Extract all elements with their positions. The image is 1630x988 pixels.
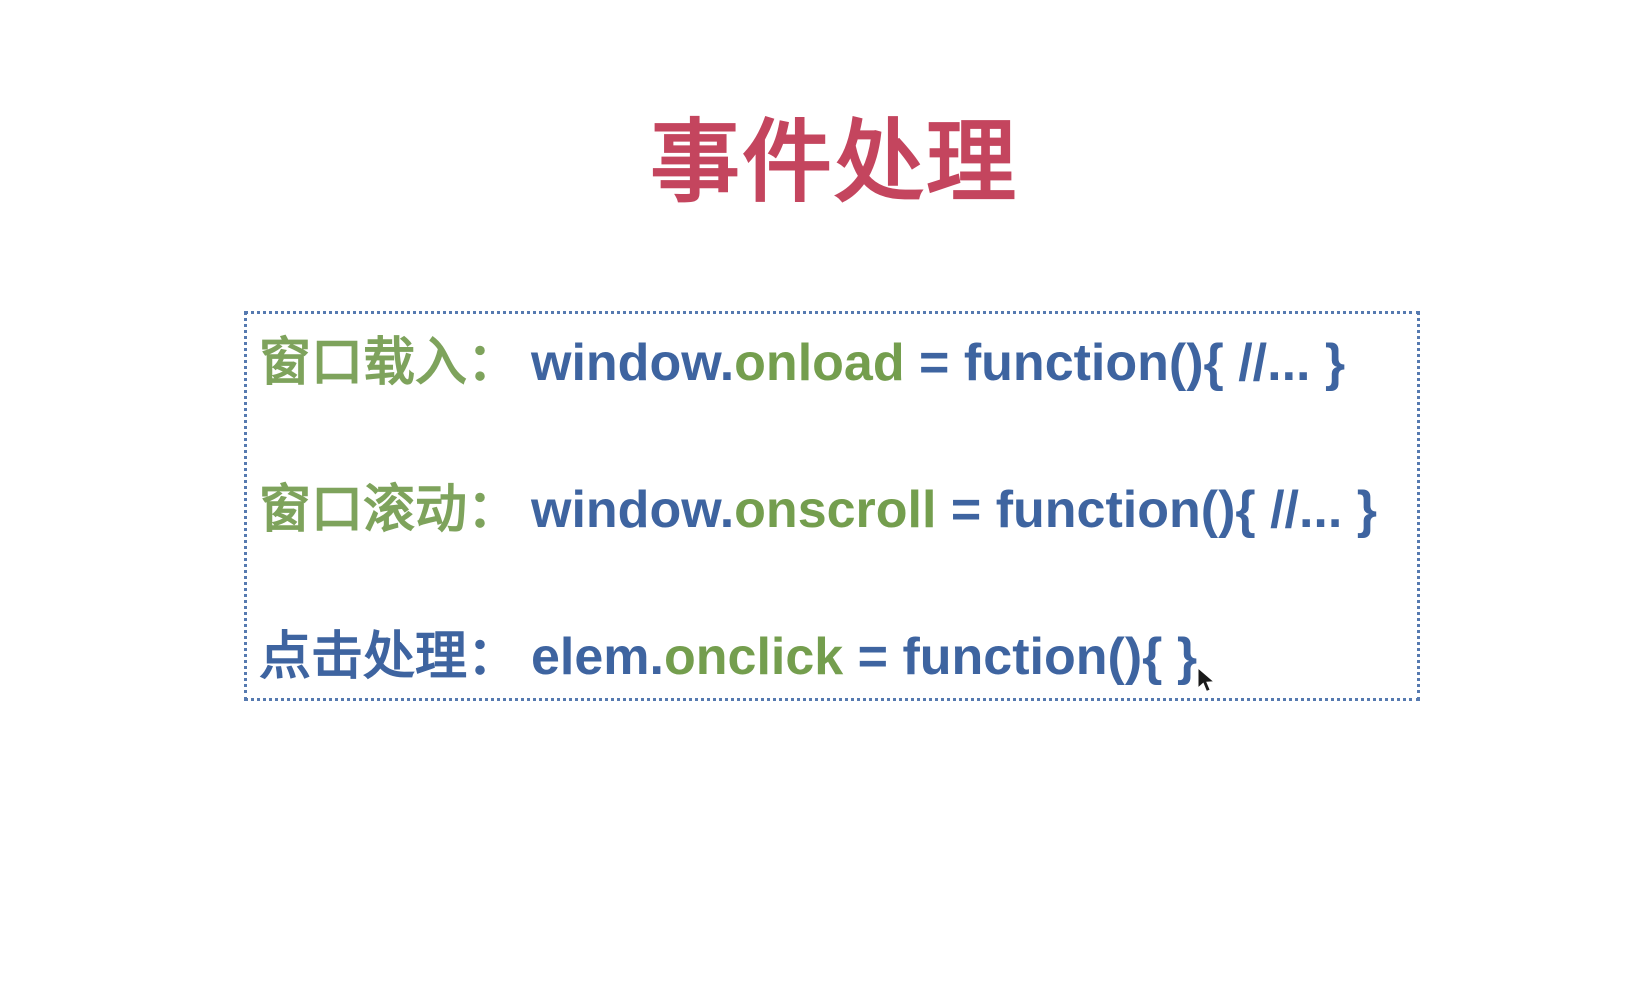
code-segment: elem.: [531, 628, 664, 686]
mouse-pointer-icon: [1197, 668, 1216, 693]
line-label: 点击处理：: [259, 628, 520, 686]
code-box: 窗口载入：window.onload = function(){ //... }…: [244, 311, 1420, 701]
page-title: 事件处理: [650, 113, 1018, 214]
code-segment: window.: [531, 334, 735, 392]
code-segment: = function(){ //... }: [904, 334, 1346, 392]
code-segment: onload: [734, 334, 905, 392]
code-segment: = function(){ }: [843, 628, 1198, 686]
code-segment: onscroll: [734, 481, 937, 539]
code-line-window-onload: 窗口载入：window.onload = function(){ //... }: [259, 332, 1407, 394]
line-label: 窗口滚动：: [259, 481, 520, 539]
code-segment: window.: [531, 481, 735, 539]
code-line-window-onscroll: 窗口滚动：window.onscroll = function(){ //...…: [259, 479, 1407, 541]
line-label: 窗口载入：: [259, 334, 520, 392]
code-segment: = function(){ //... }: [936, 481, 1377, 539]
code-segment: onclick: [664, 628, 844, 686]
code-line-elem-onclick: 点击处理：elem.onclick = function(){ }: [259, 626, 1407, 688]
